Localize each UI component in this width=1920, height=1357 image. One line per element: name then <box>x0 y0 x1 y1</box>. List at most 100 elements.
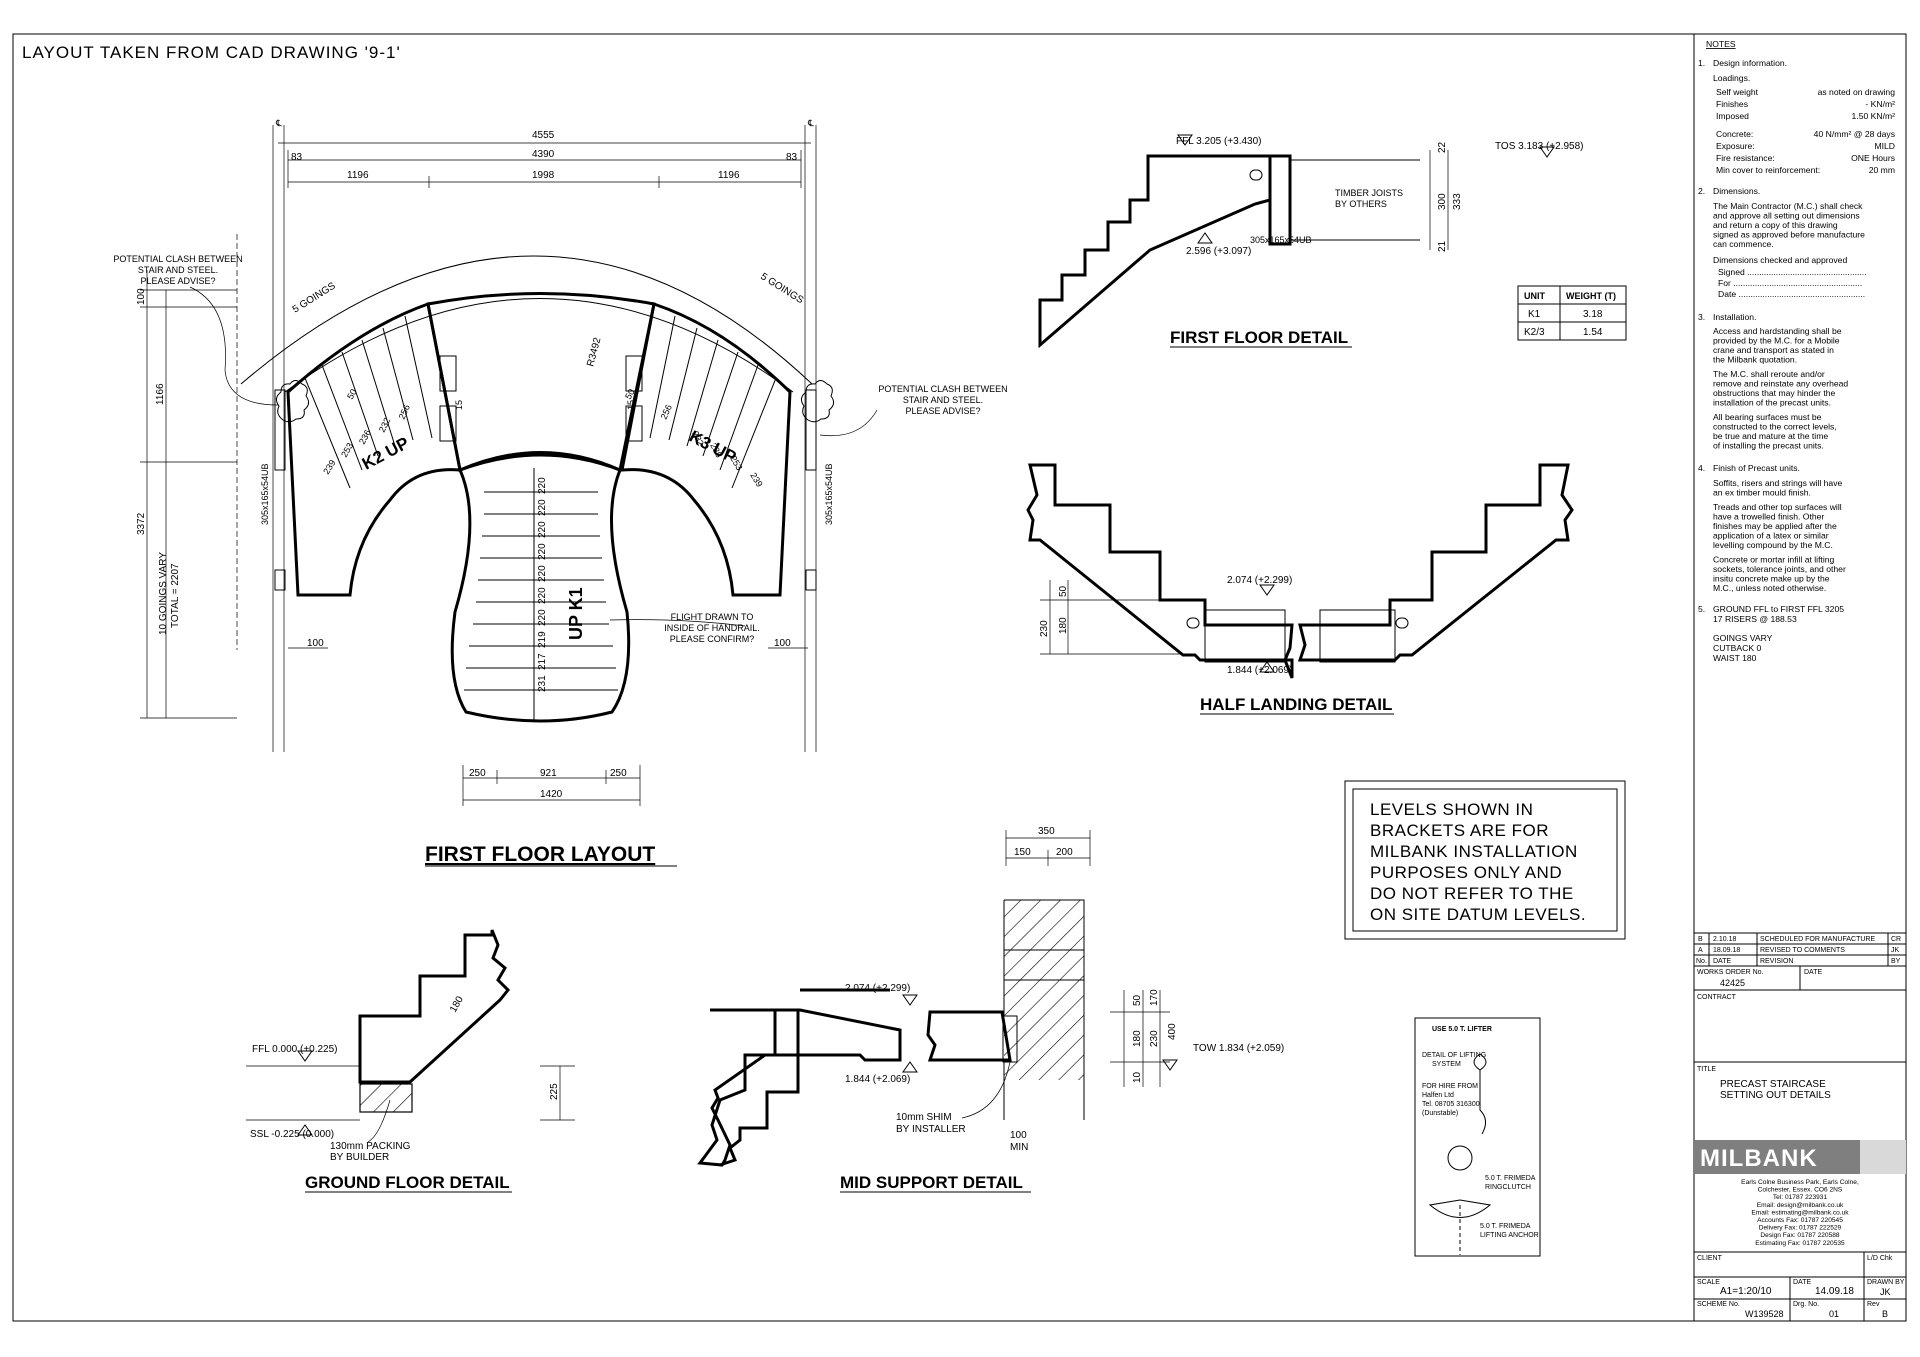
svg-text:be true and mature at the time: be true and mature at the time <box>1713 431 1828 441</box>
dim-1166: 1166 <box>155 383 166 405</box>
svg-text:constructed to the correct lev: constructed to the correct levels, <box>1713 422 1837 432</box>
svg-text:5.0 T. FRIMEDA: 5.0 T. FRIMEDA <box>1480 1223 1531 1230</box>
svg-text:WEIGHT (T): WEIGHT (T) <box>1566 291 1616 301</box>
svg-text:and return a copy of this draw: and return a copy of this drawing <box>1713 220 1838 230</box>
svg-text:Installation.: Installation. <box>1713 312 1756 322</box>
goings-right: 5 GOINGS <box>758 271 805 306</box>
svg-text:LEVELS SHOWN IN: LEVELS SHOWN IN <box>1370 800 1533 819</box>
weights-table: UNIT WEIGHT (T) K1 3.18 K2/3 1.54 <box>1517 285 1627 341</box>
dim-side-left: 83 <box>291 152 303 163</box>
dim-right: 1196 <box>718 170 740 181</box>
svg-text:LIFTING ANCHOR: LIFTING ANCHOR <box>1480 1232 1539 1239</box>
svg-text:an ex timber mould finish.: an ex timber mould finish. <box>1713 488 1811 498</box>
svg-text:GROUND FFL to FIRST FFL 3205: GROUND FFL to FIRST FFL 3205 <box>1713 604 1844 614</box>
svg-text:installation of the precast un: installation of the precast units. <box>1713 398 1831 408</box>
svg-text:1.54: 1.54 <box>1583 327 1603 338</box>
svg-text:CLIENT: CLIENT <box>1697 1255 1723 1262</box>
dim-mid: 1998 <box>532 170 555 181</box>
svg-text:10: 10 <box>1132 1071 1143 1083</box>
svg-text:(Dunstable): (Dunstable) <box>1422 1110 1458 1117</box>
svg-text:Email: design@milbank.co.uk: Email: design@milbank.co.uk <box>1757 1202 1844 1209</box>
svg-text:the Milbank quotation.: the Milbank quotation. <box>1713 355 1797 365</box>
k1-tread-label: 220 <box>537 609 548 626</box>
ffd-joists-2: BY OTHERS <box>1335 199 1387 209</box>
svg-text:BRACKETS ARE FOR: BRACKETS ARE FOR <box>1370 821 1549 840</box>
k2-tread-label: 50 <box>345 387 359 401</box>
goings-left: 5 GOINGS <box>291 280 338 315</box>
dim-inner: 4390 <box>532 149 555 160</box>
svg-text:No.: No. <box>1696 958 1707 965</box>
svg-text:W139528: W139528 <box>1745 1309 1784 1319</box>
svg-text:Soffits, risers and strings wi: Soffits, risers and strings will have <box>1713 478 1842 488</box>
k3-tread-label: 15 <box>626 400 636 410</box>
svg-text:Loadings.: Loadings. <box>1713 73 1750 83</box>
msd-bottom: 1.844 (+2.069) <box>845 1074 910 1085</box>
svg-text:DATE: DATE <box>1804 969 1822 976</box>
first-floor-layout: ℄℄ 4555 4390 83 83 1196 1998 1196 100 11… <box>113 118 1008 867</box>
svg-text:Estimating Fax: 01787 220535: Estimating Fax: 01787 220535 <box>1755 1240 1845 1247</box>
svg-text:3.: 3. <box>1698 312 1705 322</box>
svg-text:℄: ℄ <box>275 118 282 128</box>
k3-tread-label: 256 <box>659 403 674 421</box>
svg-text:Finish of Precast units.: Finish of Precast units. <box>1713 463 1800 473</box>
msd-top: 2.074 (+2.299) <box>845 983 910 994</box>
half-landing-detail: 50 230 180 2.074 (+2.299) 1.844 (+2.069)… <box>1026 463 1574 715</box>
svg-text:SETTING OUT DETAILS: SETTING OUT DETAILS <box>1720 1090 1831 1101</box>
k2-tread-label: 239 <box>321 458 337 476</box>
ffd-dim-333: 333 <box>1452 193 1463 210</box>
ffd-joists-1: TIMBER JOISTS <box>1335 188 1403 198</box>
svg-text:provided by the M.C. for a Mob: provided by the M.C. for a Mobile <box>1713 336 1840 346</box>
svg-text:NOTES: NOTES <box>1706 39 1736 49</box>
svg-text:levelling compound by the M.C.: levelling compound by the M.C. <box>1713 540 1833 550</box>
svg-text:5.: 5. <box>1698 604 1705 614</box>
ffd-beam: 305x165x54UB <box>1250 235 1312 245</box>
svg-text:B: B <box>1698 936 1703 943</box>
svg-text:WAIST 180: WAIST 180 <box>1713 653 1757 663</box>
hld-title: HALF LANDING DETAIL <box>1200 695 1392 714</box>
k1-tread-label: 220 <box>537 499 548 516</box>
svg-text:DRAWN BY: DRAWN BY <box>1867 1279 1905 1286</box>
svg-text:MILD: MILD <box>1874 141 1895 151</box>
svg-text:PLEASE ADVISE?: PLEASE ADVISE? <box>140 276 215 286</box>
svg-text:DETAIL OF LIFTING: DETAIL OF LIFTING <box>1422 1052 1486 1059</box>
k1-tread-label: 220 <box>537 521 548 538</box>
dim-bottom-overall: 1420 <box>540 789 563 800</box>
svg-text:40 N/mm² @ 28 days: 40 N/mm² @ 28 days <box>1814 129 1895 139</box>
dim-bottom-a: 250 <box>469 768 486 779</box>
svg-text:Fire resistance:: Fire resistance: <box>1716 153 1775 163</box>
k1-tread-label: 217 <box>537 653 548 670</box>
svg-text:A: A <box>1698 947 1703 954</box>
k3-tread-label: 239 <box>748 471 764 489</box>
svg-text:170: 170 <box>1149 989 1160 1006</box>
ffd-dim-22: 22 <box>1437 141 1448 153</box>
svg-text:Design Fax: 01787 220588: Design Fax: 01787 220588 <box>1760 1232 1840 1239</box>
svg-text:1.50 KN/m²: 1.50 KN/m² <box>1852 111 1896 121</box>
svg-text:Self weight: Self weight <box>1716 87 1759 97</box>
svg-text:Min cover to reinforcement:: Min cover to reinforcement: <box>1716 165 1820 175</box>
svg-text:L/D Chk: L/D Chk <box>1867 1255 1893 1262</box>
svg-text:UNIT: UNIT <box>1524 291 1545 301</box>
svg-text:Drg. No.: Drg. No. <box>1793 1301 1819 1308</box>
svg-text:Email: estimating@milbank.co.u: Email: estimating@milbank.co.uk <box>1751 1209 1849 1216</box>
hld-top: 2.074 (+2.299) <box>1227 575 1292 586</box>
first-floor-detail: 22 300 333 21 FFL 3.205 (+3.430) TOS 3.1… <box>1038 134 1583 349</box>
dim-overall: 4555 <box>532 130 555 141</box>
svg-text:crane and transport as stated: crane and transport as stated in <box>1713 345 1834 355</box>
svg-text:Tel. 08705 316300: Tel. 08705 316300 <box>1422 1101 1480 1108</box>
k2-tread-label: 236 <box>357 428 373 446</box>
svg-text:DO NOT REFER TO THE: DO NOT REFER TO THE <box>1370 884 1574 903</box>
svg-text:ONE Hours: ONE Hours <box>1851 153 1895 163</box>
svg-text:SCHEDULED FOR MANUFACTURE: SCHEDULED FOR MANUFACTURE <box>1760 936 1875 943</box>
msd-title: MID SUPPORT DETAIL <box>840 1173 1023 1192</box>
k1-tread-label: 220 <box>537 565 548 582</box>
svg-text:CUTBACK 0: CUTBACK 0 <box>1713 643 1761 653</box>
svg-text:3.18: 3.18 <box>1583 309 1603 320</box>
svg-text:FOR HIRE FROM: FOR HIRE FROM <box>1422 1083 1478 1090</box>
svg-text:of installing the precast unit: of installing the precast units. <box>1713 441 1824 451</box>
svg-text:signed as approved before manu: signed as approved before manufacture <box>1713 230 1865 240</box>
svg-text:MIN: MIN <box>1010 1142 1028 1153</box>
svg-text:2.10.18: 2.10.18 <box>1713 936 1736 943</box>
svg-text:MILBANK INSTALLATION: MILBANK INSTALLATION <box>1370 842 1578 861</box>
dim-bottom-c: 250 <box>610 768 627 779</box>
